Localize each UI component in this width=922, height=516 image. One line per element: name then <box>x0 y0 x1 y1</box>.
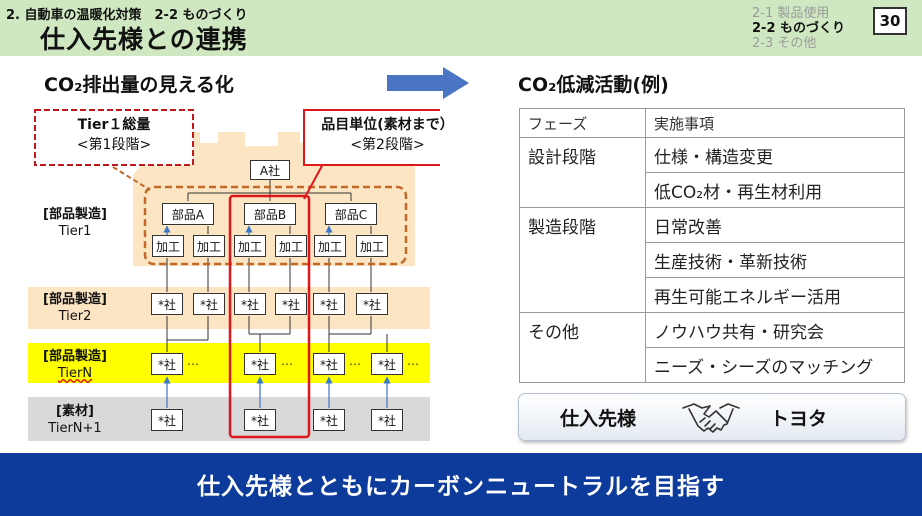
supplier-node: *社 <box>275 293 307 315</box>
supplier-node: *社 <box>371 409 403 431</box>
callout-sub: <第2段階> <box>350 137 425 153</box>
supplier-node: *社 <box>151 409 183 431</box>
phase-cell: その他 <box>519 312 646 383</box>
item-cell: 日常改善 <box>645 207 905 243</box>
tier1-total-callout: Tier１総量 <第1段階> <box>37 115 191 155</box>
column-header: フェーズ <box>519 108 646 138</box>
item-unit-callout: 品目単位(素材まで） <第2段階> <box>306 115 469 155</box>
process-node: 加工 <box>193 235 225 257</box>
table-row: その他 ノウハウ共有・研究会 <box>519 312 905 383</box>
nav-item-1[interactable]: 2-1 製品使用 <box>752 6 830 21</box>
supplier-node: *社 <box>151 293 183 315</box>
item-cell: 生産技術・革新技術 <box>645 242 905 278</box>
table-row: 再生可能エネルギー活用 <box>520 277 905 313</box>
phase-cell: 製造段階 <box>519 207 646 313</box>
part-node: 部品C <box>325 203 377 225</box>
left-section-title: CO₂排出量の見える化 <box>44 74 234 96</box>
process-node: 加工 <box>275 235 307 257</box>
callout-title: 品目単位(素材まで） <box>321 117 454 133</box>
callout-sub: <第1段階> <box>76 137 152 153</box>
supplier-node: *社 <box>234 293 266 315</box>
process-node: 加工 <box>314 235 346 257</box>
supplier-node: *社 <box>371 353 403 375</box>
supplier-node: *社 <box>244 353 276 375</box>
header-bar <box>0 0 922 56</box>
footer-banner <box>0 453 922 516</box>
activities-table: フェーズ 実施事項 設計段階 仕様・構造変更 低CO₂材・再生材利用 製造段階 … <box>519 108 905 383</box>
right-arrow-icon <box>387 67 469 99</box>
highlight-overlays <box>34 109 440 439</box>
page-number: 30 <box>873 7 907 35</box>
supplier-node: *社 <box>356 293 388 315</box>
more-suppliers-ellipsis: … <box>349 354 361 368</box>
item-cell: ニーズ・シーズのマッチング <box>645 347 905 383</box>
tier2-label: [部品製造]Tier2 <box>43 292 107 324</box>
item-cell: ノウハウ共有・研究会 <box>645 312 905 348</box>
nav-item-2[interactable]: 2-2 ものづくり <box>752 21 846 36</box>
process-node: 加工 <box>356 235 388 257</box>
supplier-node: *社 <box>313 409 345 431</box>
table-row: 設計段階 仕様・構造変更 <box>519 137 905 208</box>
item-cell: 再生可能エネルギー活用 <box>645 277 905 313</box>
page-title: 仕入先様との連携 <box>40 25 248 54</box>
right-section-title: CO₂低減活動(例) <box>518 74 669 96</box>
table-header-row: フェーズ 実施事項 <box>519 108 905 138</box>
part-node: 部品B <box>244 203 296 225</box>
tierN-label: [部品製造]TierN <box>43 349 107 381</box>
item-cell: 低CO₂材・再生材利用 <box>645 172 905 208</box>
column-header: 実施事項 <box>645 108 905 138</box>
table-row: ニーズ・シーズのマッチング <box>520 347 905 383</box>
phase-cell: 設計段階 <box>519 137 646 208</box>
supplier-node: *社 <box>313 293 345 315</box>
process-node: 加工 <box>234 235 266 257</box>
partner-supplier-label: 仕入先様 <box>560 408 637 430</box>
more-suppliers-ellipsis: … <box>281 354 293 368</box>
table-row: 製造段階 日常改善 <box>519 207 905 313</box>
callout-title: Tier１総量 <box>77 117 151 133</box>
more-suppliers-ellipsis: … <box>407 354 419 368</box>
supplier-node: *社 <box>244 409 276 431</box>
partnership-banner <box>518 393 906 441</box>
section-nav: 2-1 製品使用 2-2 ものづくり 2-3 その他 <box>752 6 845 51</box>
process-node: 加工 <box>152 235 184 257</box>
part-node: 部品A <box>162 203 214 225</box>
section-label: 2. 自動車の温暖化対策 2-2 ものづくり <box>6 8 248 23</box>
supplier-node: *社 <box>193 293 225 315</box>
handshake-icon <box>682 403 740 433</box>
more-suppliers-ellipsis: … <box>187 354 199 368</box>
material-label: [素材]TierN+1 <box>48 404 102 436</box>
tree-connectors <box>163 180 391 408</box>
supplier-node: *社 <box>151 353 183 375</box>
tier1-label: [部品製造]Tier1 <box>43 207 107 239</box>
item-cell: 仕様・構造変更 <box>645 137 905 173</box>
footer-message: 仕入先様とともにカーボンニュートラルを目指す <box>197 474 725 500</box>
company-a-node: A社 <box>250 160 290 180</box>
partner-toyota-label: トヨタ <box>770 408 828 430</box>
nav-item-3[interactable]: 2-3 その他 <box>752 36 817 51</box>
supplier-node: *社 <box>313 353 345 375</box>
